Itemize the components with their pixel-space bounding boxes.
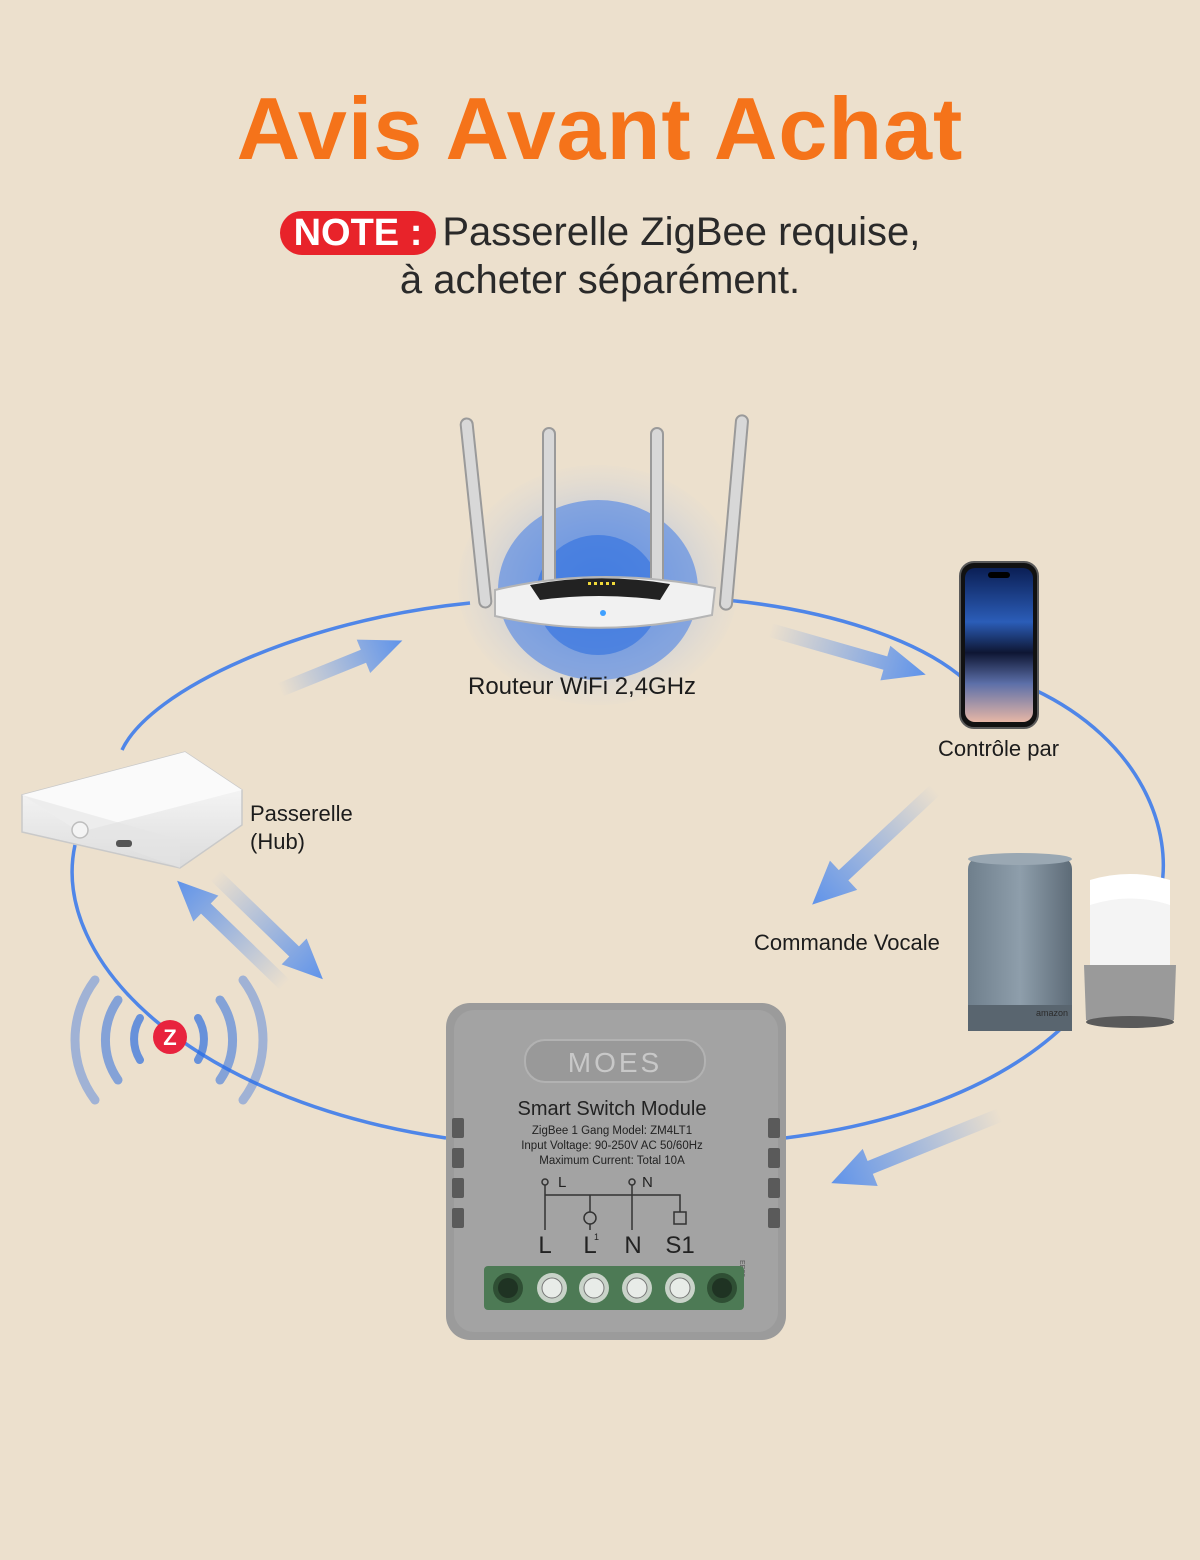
phone-label: Contrôle par [938,736,1060,761]
terminal-screws [493,1273,737,1303]
module-brand: MOES [568,1047,662,1078]
terminal-label: L [538,1232,551,1259]
speakers-image: amazon [968,853,1176,1031]
link-hub-module [70,844,447,1140]
zigbee-logo-icon: Z [153,1020,187,1054]
module-name: Smart Switch Module [518,1098,707,1120]
router-image [458,414,749,705]
arrow-hub-to-module [210,869,323,980]
router-label: Routeur WiFi 2,4GHz [468,673,697,700]
note-block: NOTE :Passerelle ZigBee requise, à achet… [0,208,1200,304]
voice-label: Commande Vocale [754,930,940,955]
link-router-phone [725,598,967,682]
arrow-phone-to-voice [812,784,940,905]
hub-image [21,751,243,869]
arrow-module-to-hub [177,880,290,991]
module-spec-voltage: Input Voltage: 90-250V AC 50/60Hz [521,1140,703,1152]
zigbee-signal [70,975,268,1105]
hub-label: Passerelle (Hub) [250,800,353,856]
link-phone-right [1034,688,1165,896]
wiring-label-L: L [558,1174,566,1191]
arrow-hub-to-router [277,639,403,697]
module-spec-current: Maximum Current: Total 10A [539,1155,685,1167]
note-badge: NOTE : [279,211,437,255]
wiring-label-N: N [642,1174,653,1191]
flow-arrows [177,623,1003,1186]
page-title: Avis Avant Achat [236,79,964,178]
link-lines [70,598,1165,1140]
terminal-label: L [583,1232,596,1259]
hub-label-line1: Passerelle [250,801,353,826]
zigbee-letter: Z [163,1025,176,1050]
terminal-label: S1 [665,1232,694,1259]
speaker-brand: amazon [1036,1008,1068,1018]
module-spec-model: ZigBee 1 Gang Model: ZM4LT1 [532,1125,692,1137]
link-router-hub [120,601,471,751]
hub-label-line2: (Hub) [250,829,306,854]
arrow-voice-to-module [831,1108,1003,1186]
terminal-label: N [624,1232,641,1259]
phone-image [959,561,1039,729]
smart-switch-module-image: MOES Smart Switch Module ZigBee 1 Gang M… [446,1003,786,1340]
note-text-line2: à acheter séparément. [399,258,801,302]
link-speaker-module [784,1018,1072,1140]
arrow-router-to-phone [768,623,926,681]
note-text-line1: Passerelle ZigBee requise, [442,210,921,254]
terminal-subscript: 1 [594,1232,599,1242]
